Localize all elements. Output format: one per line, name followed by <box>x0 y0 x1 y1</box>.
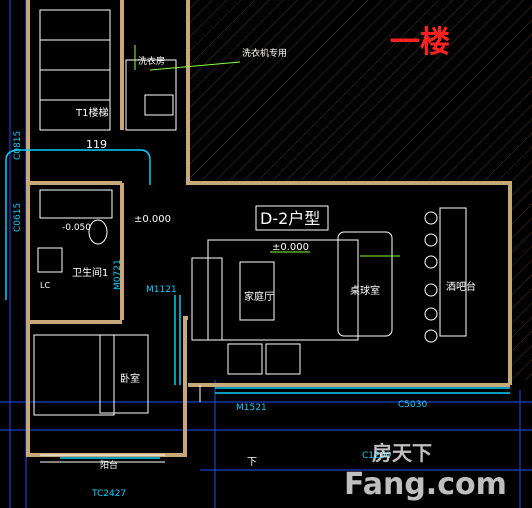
code-m1121: M1121 <box>146 285 177 295</box>
laundry-label: 洗衣房 <box>138 55 165 67</box>
leaders <box>134 45 400 257</box>
down-label: 下 <box>247 457 257 468</box>
bathroom-label: 卫生间1 <box>72 266 108 279</box>
exterior-hatch <box>190 0 532 180</box>
code-m1521: M1521 <box>236 403 267 413</box>
watermark-en: Fang.com <box>344 467 507 502</box>
code-lc: LC <box>40 281 50 290</box>
watermark-cn: 房天下 <box>372 441 432 465</box>
doors-windows <box>5 149 510 459</box>
unit-type-box <box>255 205 329 231</box>
code-c0615: C0615 <box>13 203 23 232</box>
fixtures <box>33 9 467 463</box>
code-tc2427: TC2427 <box>91 489 126 499</box>
floor-label: 一楼 <box>390 25 450 60</box>
code-c1200: C1200 <box>362 451 391 461</box>
code-c0815: C0815 <box>13 131 23 160</box>
stair-level: 119 <box>86 138 107 151</box>
bar-stools <box>424 211 438 343</box>
exterior-hatch-right <box>510 180 532 380</box>
code-m0721: M0721 <box>113 259 123 290</box>
living-label: 家庭厅 <box>244 290 274 303</box>
staircase-label: T1楼梯 <box>75 106 108 119</box>
hall-level-1: ±0.000 <box>134 214 171 225</box>
billiard-label: 桌球室 <box>350 284 380 297</box>
code-c5030: C5030 <box>398 400 427 410</box>
walls <box>26 0 512 457</box>
balcony-label: 阳台 <box>100 459 118 471</box>
washer-note: 洗衣机专用 <box>242 47 287 59</box>
bath-level: -0.050 <box>62 223 91 233</box>
hall-level-2: ±0.000 <box>272 242 309 253</box>
unit-type: D-2户型 <box>260 209 320 228</box>
bar-label: 酒吧台 <box>446 280 476 293</box>
bedroom-label: 卧室 <box>120 372 140 385</box>
